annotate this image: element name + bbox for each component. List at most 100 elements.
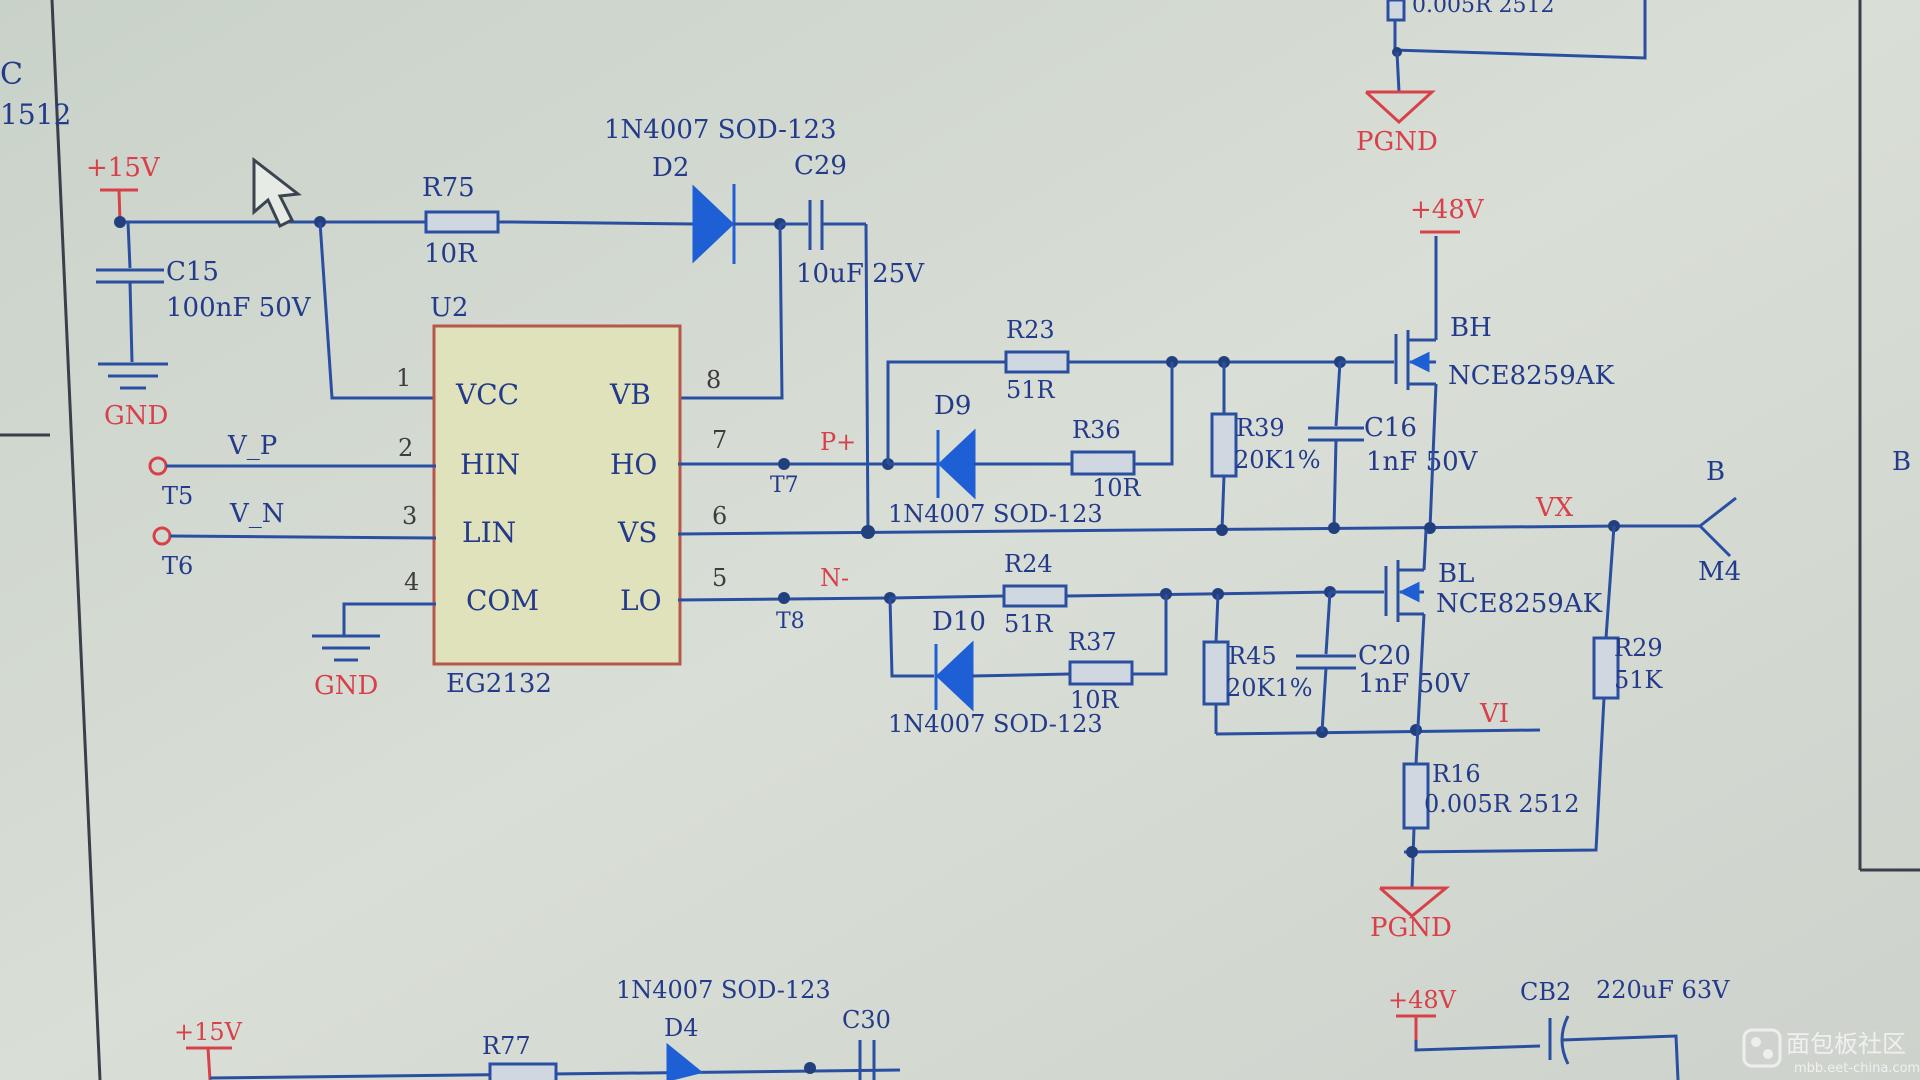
d2-diode	[511, 184, 780, 264]
pin-number-8: 8	[706, 366, 721, 394]
pin-number-2: 2	[398, 434, 413, 462]
frame-label-1512: 1512	[0, 98, 71, 131]
d10-part-label: 1N4007 SOD-123	[888, 710, 1103, 738]
chip-pin-com: COM	[466, 584, 539, 617]
c29-label: C29	[794, 151, 847, 181]
pin-number-4: 4	[404, 568, 419, 596]
low-side-gate-network	[888, 584, 1541, 738]
r24-label: R24	[1004, 550, 1053, 578]
pin-number-1: 1	[396, 364, 411, 392]
c16-value: 1nF 50V	[1366, 447, 1479, 477]
d10-label: D10	[932, 607, 986, 637]
bh-part-label: NCE8259AK	[1448, 361, 1615, 391]
output-lines	[677, 458, 1621, 604]
t6-label: T6	[162, 552, 193, 580]
r36-value: 10R	[1092, 474, 1142, 502]
r39-value: 20K1%	[1234, 446, 1321, 474]
r45-label: R45	[1228, 642, 1277, 670]
pin-number-7: 7	[712, 426, 727, 454]
plus15v-top-label: +15V	[86, 153, 161, 183]
r75-resistor	[424, 210, 500, 234]
r29-label: R29	[1614, 634, 1663, 662]
r45-value: 20K1%	[1226, 674, 1313, 702]
watermark-text: 面包板社区	[1786, 1030, 1906, 1058]
high-side-gate-network	[886, 350, 1364, 536]
r29-value: 51K	[1614, 666, 1664, 694]
d2-part-label: 1N4007 SOD-123	[604, 115, 837, 145]
t7-label: T7	[770, 473, 799, 498]
bl-label: BL	[1438, 559, 1474, 589]
chip-pin-ho: HO	[610, 448, 657, 481]
u2-chip	[432, 324, 682, 666]
plus48v-label: +48V	[1410, 195, 1485, 225]
r23-label: R23	[1006, 316, 1055, 344]
d2-label: D2	[652, 153, 689, 183]
b-label-left: B	[1706, 457, 1725, 487]
r75-label: R75	[422, 173, 475, 203]
bh-label: BH	[1450, 313, 1492, 343]
chip-pin-lo: LO	[620, 584, 662, 617]
r16-label: R16	[1432, 760, 1481, 788]
t5-label: T5	[162, 482, 193, 510]
pin-number-5: 5	[712, 564, 727, 592]
r24-value: 51R	[1004, 610, 1054, 638]
bh-mosfet	[1340, 230, 1460, 534]
r36-label: R36	[1072, 416, 1121, 444]
b-label-right: B	[1892, 447, 1911, 477]
r77-label: R77	[482, 1032, 531, 1060]
input-lines	[148, 456, 437, 662]
bl-mosfet	[1330, 529, 1428, 765]
r39-label: R39	[1236, 414, 1285, 442]
d9-label: D9	[934, 391, 971, 421]
top-right-block	[1364, 0, 1647, 125]
bottom-partial-section	[186, 1014, 1680, 1080]
gnd1-label: GND	[104, 401, 168, 431]
chip-pin-lin: LIN	[462, 516, 516, 549]
chip-pin-hin: HIN	[460, 448, 520, 481]
watermark	[1742, 1028, 1782, 1068]
c16-label: C16	[1364, 413, 1417, 443]
p-plus-label: P+	[820, 428, 856, 456]
pin-number-6: 6	[712, 502, 727, 530]
cb2-value: 220uF 63V	[1596, 976, 1730, 1004]
pin-number-3: 3	[402, 502, 417, 530]
chip-name: EG2132	[446, 669, 552, 699]
r37-value: 10R	[1070, 686, 1120, 714]
d4-part-label: 1N4007 SOD-123	[616, 976, 831, 1004]
m4-label: M4	[1698, 557, 1741, 587]
frame-label-c: C	[0, 57, 23, 92]
c20-label: C20	[1358, 641, 1411, 671]
cb2-label: CB2	[1520, 978, 1571, 1006]
plus48v-bottom-label: +48V	[1388, 986, 1457, 1014]
pgnd-mid-label: PGND	[1370, 913, 1452, 943]
chip-pin-vb: VB	[609, 378, 651, 411]
vp-label: V_P	[227, 431, 277, 461]
mouse-cursor	[252, 156, 302, 229]
r29-resistor	[1403, 525, 1620, 854]
chip-pin-vs: VS	[617, 516, 657, 549]
bl-part-label: NCE8259AK	[1436, 589, 1603, 619]
c30-label: C30	[842, 1006, 891, 1034]
vx-label: VX	[1535, 493, 1574, 523]
d4-label: D4	[664, 1014, 699, 1042]
d9-part-label: 1N4007 SOD-123	[888, 500, 1103, 528]
r23-value: 51R	[1006, 376, 1056, 404]
r16-value: 0.005R 2512	[1424, 790, 1579, 818]
vi-label: VI	[1479, 699, 1509, 729]
plus15v-bottom-label: +15V	[174, 1018, 243, 1046]
r16-shunt	[1379, 762, 1451, 918]
r75-value: 10R	[424, 239, 478, 269]
c15-label: C15	[166, 257, 219, 287]
c20-value: 1nF 50V	[1358, 669, 1471, 699]
pgnd-top-label: PGND	[1356, 127, 1438, 157]
vx-output	[1608, 496, 1737, 558]
c29-capacitor	[678, 200, 870, 535]
watermark-url: mbb.eet-china.com	[1794, 1061, 1920, 1076]
gnd2-label: GND	[314, 671, 378, 701]
n-minus-label: N-	[820, 564, 849, 592]
vn-label: V_N	[229, 499, 285, 529]
r37-label: R37	[1068, 628, 1117, 656]
